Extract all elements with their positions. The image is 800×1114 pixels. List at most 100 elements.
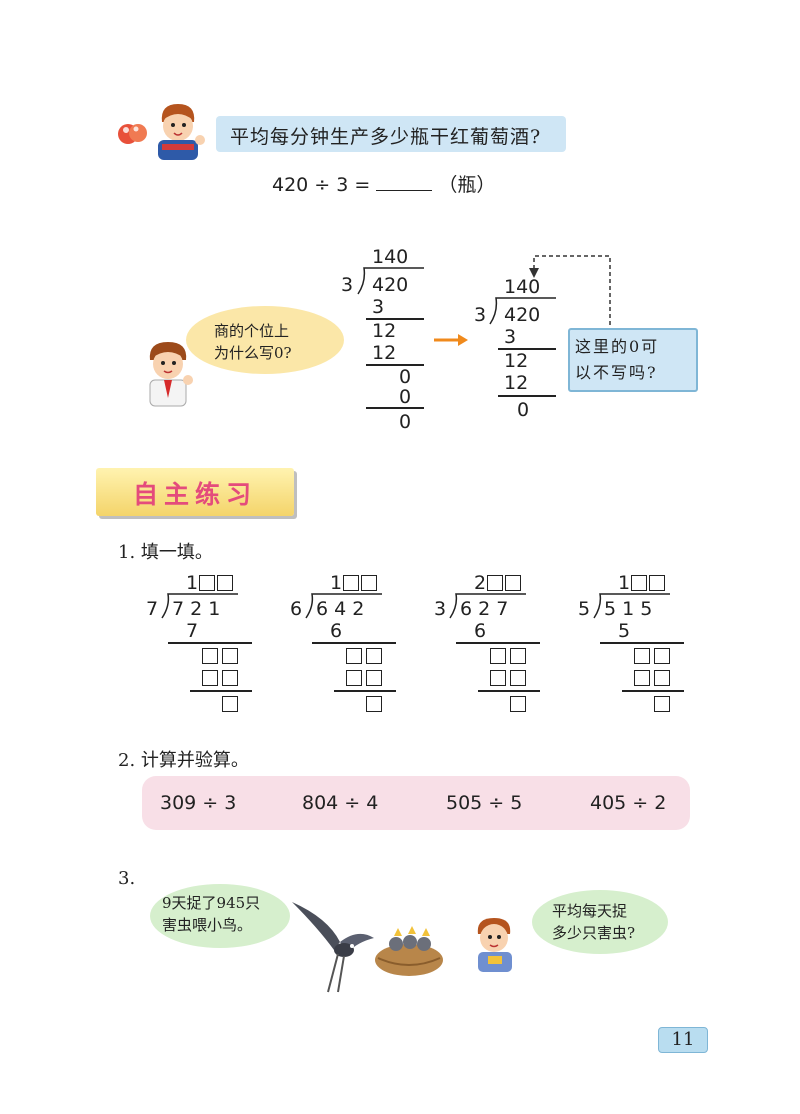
division-b-step: 3 [504, 326, 517, 348]
rule [456, 642, 540, 644]
answer-box[interactable] [634, 670, 650, 686]
bird-nest-illustration [372, 926, 446, 982]
answer-box[interactable] [199, 575, 215, 591]
first-step: 7 [186, 620, 199, 642]
answer-box[interactable] [505, 575, 521, 591]
first-step: 6 [474, 620, 487, 642]
answer-box[interactable] [634, 648, 650, 664]
quotient-first: 2 [474, 572, 487, 594]
rule [168, 642, 252, 644]
division-b-bracket [489, 297, 556, 325]
calc-item: 309 ÷ 3 [160, 792, 237, 814]
division-a-rule [366, 364, 424, 366]
dividend: 7 2 1 [172, 598, 221, 620]
equation: 420 ÷ 3 = （瓶） [272, 170, 495, 197]
answer-box[interactable] [366, 670, 382, 686]
division-a-step: 12 [372, 342, 397, 364]
page-number: 11 [658, 1027, 708, 1053]
answer-box[interactable] [490, 648, 506, 664]
division-b-quotient: 140 [504, 276, 541, 298]
bubble-line: 9天捉了945只 [162, 894, 261, 912]
speech-bubble-right-text: 这里的0可 以不写吗? [575, 334, 659, 386]
speech-bubble-q3-right-text: 平均每天捉 多少只害虫? [552, 900, 635, 944]
dashed-pointer-arrow [529, 255, 611, 332]
division-a-step: 3 [372, 296, 385, 318]
speech-bubble-right [568, 328, 698, 392]
division-a-rule [366, 318, 424, 320]
division-b-divisor: 3 [474, 304, 487, 326]
rule [334, 690, 396, 692]
answer-box[interactable] [222, 696, 238, 712]
answer-box[interactable] [649, 575, 665, 591]
answer-box[interactable] [654, 670, 670, 686]
answer-box[interactable] [366, 696, 382, 712]
bubble-line: 害虫喂小鸟。 [162, 916, 253, 934]
rule [312, 642, 396, 644]
division-bracket [305, 593, 382, 619]
equation-expression: 420 ÷ 3 = [272, 174, 371, 196]
orange-arrow-icon [434, 334, 468, 346]
speech-bubble-left [186, 306, 344, 374]
section-banner [96, 468, 294, 516]
division-b-step: 0 [517, 399, 530, 421]
calc-bar [142, 776, 690, 830]
answer-box[interactable] [346, 648, 362, 664]
divisor: 6 [290, 598, 303, 620]
answer-box[interactable] [222, 648, 238, 664]
q1-problem: 2 3 6 2 7 6 [434, 572, 544, 717]
calc-item: 405 ÷ 2 [590, 792, 667, 814]
rule [600, 642, 684, 644]
q3-label: 3. [118, 868, 136, 889]
dividend: 6 2 7 [460, 598, 509, 620]
answer-box[interactable] [654, 696, 670, 712]
answer-box[interactable] [631, 575, 647, 591]
q1-label: 1. 填一填。 [118, 542, 213, 563]
q1-problem: 1 6 6 4 2 6 [290, 572, 400, 717]
answer-box[interactable] [222, 670, 238, 686]
division-a-quotient: 140 [372, 246, 409, 268]
quotient-first: 1 [618, 572, 631, 594]
answer-box[interactable] [510, 670, 526, 686]
division-a-divisor: 3 [341, 274, 354, 296]
answer-box[interactable] [510, 696, 526, 712]
answer-box[interactable] [346, 670, 362, 686]
boy-illustration-top [148, 100, 208, 166]
divisor: 7 [146, 598, 159, 620]
division-bracket [593, 593, 670, 619]
division-b-rule [498, 395, 556, 397]
division-a-step: 12 [372, 320, 397, 342]
answer-box[interactable] [366, 648, 382, 664]
division-bracket [161, 593, 238, 619]
speech-bubble-left-text: 商的个位上 为什么写0? [214, 320, 324, 364]
bubble-line: 这里的0可 [575, 337, 660, 356]
answer-box[interactable] [217, 575, 233, 591]
speech-bubble-q3-left-text: 9天捉了945只 害虫喂小鸟。 [162, 892, 260, 936]
divisor: 3 [434, 598, 447, 620]
bubble-line: 为什么写0? [214, 344, 292, 362]
answer-box[interactable] [361, 575, 377, 591]
answer-box[interactable] [487, 575, 503, 591]
calc-item: 804 ÷ 4 [302, 792, 379, 814]
division-a-dividend: 420 [372, 274, 409, 296]
division-b-step: 12 [504, 350, 529, 372]
answer-box[interactable] [202, 670, 218, 686]
answer-box[interactable] [654, 648, 670, 664]
division-a-step: 0 [399, 366, 412, 388]
speech-bubble-q3-left [150, 884, 290, 948]
equation-unit: （瓶） [438, 174, 496, 196]
bubble-line: 商的个位上 [214, 322, 290, 340]
q1-problem: 1 7 7 2 1 7 [146, 572, 256, 717]
section-title: 自主练习 [132, 480, 257, 509]
q1-problem: 1 5 5 1 5 5 [578, 572, 688, 717]
division-bracket [449, 593, 526, 619]
answer-box[interactable] [510, 648, 526, 664]
answer-box[interactable] [490, 670, 506, 686]
division-b-dividend: 420 [504, 304, 541, 326]
answer-box[interactable] [202, 648, 218, 664]
answer-box[interactable] [343, 575, 359, 591]
bubble-line: 平均每天捉 [552, 902, 628, 920]
step-marker-icon [118, 120, 148, 150]
question-bubble [216, 116, 566, 152]
dividend: 5 1 5 [604, 598, 653, 620]
quotient-first: 1 [330, 572, 343, 594]
